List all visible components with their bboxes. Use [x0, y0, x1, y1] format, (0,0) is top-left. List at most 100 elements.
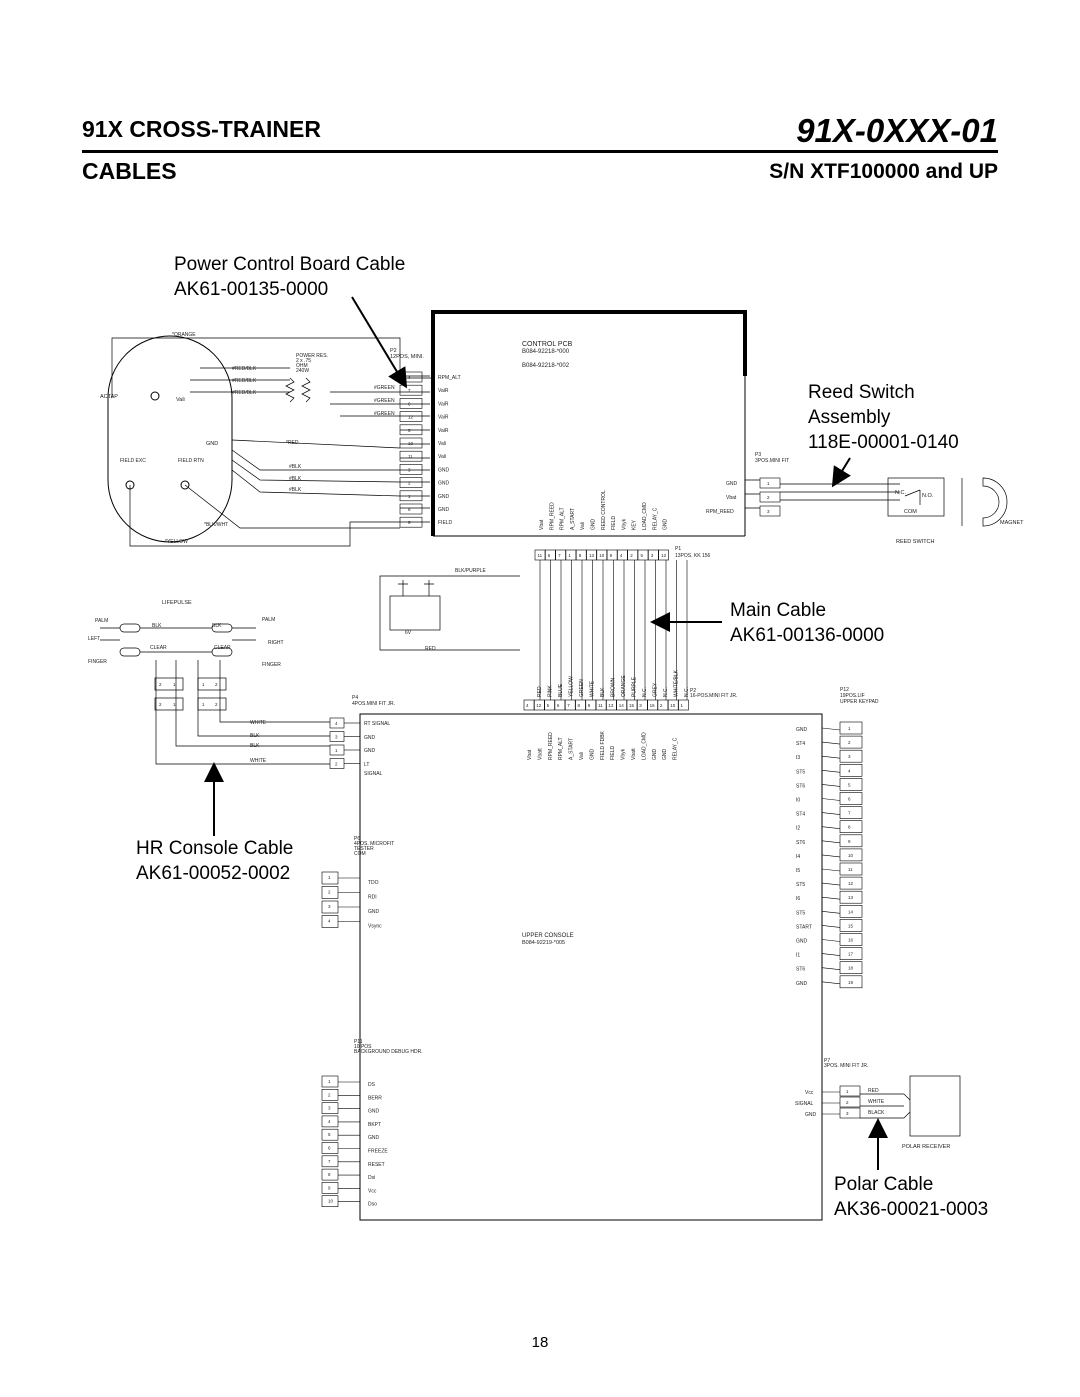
main-p4-desc: 4POS.MINI FIT JR.: [352, 701, 395, 707]
keypad-pin-number: 8: [848, 825, 851, 830]
keypad-signal-label: ST5: [796, 910, 805, 916]
keypad-signal-label: I5: [796, 868, 800, 874]
keypad-pin-number: 3: [848, 754, 851, 759]
keypad-lead: [821, 868, 841, 872]
p11-pin-number: 2: [328, 1092, 331, 1097]
alternator-wire-label: #BLK: [289, 464, 302, 470]
reed-pin-signal: Vbat: [726, 495, 737, 501]
alternator-wire-label: *RED: [286, 440, 299, 446]
p7-pin-number: 3: [846, 1111, 849, 1116]
keypad-signal-label: GND: [796, 727, 808, 733]
polar-wire-label: BLACK: [868, 1110, 885, 1116]
document-part-number: 91X-0XXX-01: [796, 112, 998, 149]
pcb-pin-signal: Vali: [438, 454, 446, 460]
uc-top-signal: Vali: [579, 752, 585, 760]
battery-6v: [379, 575, 520, 651]
p3-desc: 3POS.MINI FIT: [755, 458, 789, 464]
uc-top-signal: Vbatt: [631, 748, 637, 760]
clear-right-label: CLEAR: [214, 645, 231, 651]
p1-pin-number: 11: [538, 553, 543, 558]
keypad-pin-number: 15: [848, 923, 854, 928]
p11-pin-box: [321, 1075, 339, 1088]
pcb-bottom-signal: KEY: [632, 519, 638, 530]
p6-pin-number: 1: [328, 875, 331, 880]
pcb-pin-number: 8: [408, 507, 411, 512]
p6-label: COM: [354, 851, 366, 857]
p11-signal-label: BKPT: [368, 1122, 381, 1128]
hr-pin-number: 3: [335, 735, 338, 740]
pcb-pin-box: [399, 411, 423, 422]
keypad-pin-box: [839, 890, 863, 904]
p11-pin-box: [321, 1142, 339, 1154]
keypad-pin-number: 17: [848, 952, 854, 957]
p11-pin-number: 10: [328, 1199, 334, 1204]
keypad-pin-number: 19: [848, 980, 854, 985]
wire-color-label: WHITE/BLK: [674, 669, 680, 697]
p7-pin-box: [839, 1096, 861, 1108]
p11-label: BACKGROUND DEBUG HDR.: [354, 1049, 423, 1055]
reed-no-label: N.O.: [922, 493, 934, 499]
wire-color-label: BLK: [600, 687, 606, 697]
callout-power-control-part: AK61-00135-0000: [174, 279, 329, 300]
field-exc-label: FIELD EXC: [120, 458, 146, 464]
reed-pin-signal: GND: [726, 481, 738, 487]
upper-console-keypad: GNDST4I3ST5ST6I0ST4I2ST6I4I5ST5I6ST5STAR…: [796, 721, 863, 989]
hr-pin-number: 2: [335, 762, 338, 767]
pcb-pin-box: [399, 450, 423, 462]
callout-hr-console-part: AK61-00052-0002: [136, 863, 291, 884]
control-pcb-part1: B084-92218-*000: [522, 349, 570, 355]
page-number: 18: [531, 1334, 549, 1351]
keypad-lead: [821, 967, 841, 970]
actap-label: ACTAP: [100, 394, 118, 400]
hr-blk-label-1: BLK: [250, 733, 260, 739]
wire-color-label: PURPLE: [632, 676, 638, 697]
control-pcb-box: [431, 310, 747, 537]
keypad-lead: [821, 854, 841, 858]
callout-main-cable: Main Cable AK61-00136-0000: [730, 598, 884, 648]
reed-pin-number: 3: [767, 509, 770, 514]
upper-console-title: UPPER CONSOLE: [522, 933, 574, 939]
p6-signal-label: GND: [368, 909, 380, 915]
p11-pin-box: [321, 1089, 339, 1101]
p4-pin-number: 2: [660, 703, 663, 708]
hr-blk-label-2: BLK: [250, 743, 260, 749]
uc-top-signal: RPM_REED: [548, 732, 554, 760]
keypad-pin-number: 11: [848, 867, 853, 872]
p11-label: 10 POS: [354, 1044, 372, 1050]
blkwht-wire-label: *BLK/WHT: [204, 522, 228, 528]
p11-signal-label: GND: [368, 1135, 380, 1141]
keypad-signal-label: ST5: [796, 769, 805, 775]
control-pcb-part2: B084-92218-*002: [522, 363, 570, 369]
alternator: [107, 335, 233, 543]
uc-top-signal: GND: [589, 749, 595, 761]
alt-vali-label: Vali: [176, 397, 185, 403]
main-p4-label: P4: [352, 695, 358, 701]
wire-color-label: BROWN: [611, 677, 617, 697]
arrow-power-control: [351, 296, 408, 389]
keypad-pin-number: 18: [848, 966, 854, 971]
hr-pin-number: 4: [335, 721, 338, 726]
section-title: CABLES: [82, 158, 177, 184]
p4-pin-number: 4: [526, 703, 529, 708]
pcb-bottom-signal: Vali: [580, 522, 586, 530]
power-res-value: 2 x .75: [296, 358, 311, 364]
p6-label: TESTER: [354, 846, 374, 852]
keypad-pin-number: 10: [848, 853, 854, 858]
p1-pin-number: 6: [548, 553, 551, 558]
p11-pin-box: [321, 1115, 339, 1128]
keypad-lead: [821, 925, 841, 928]
alternator-wire-label: #RED/BLK: [232, 366, 257, 372]
uc-top-signal: GND: [652, 749, 658, 761]
pcb-pin-box: [399, 477, 423, 488]
p6-signal-label: RDI: [368, 895, 377, 901]
keypad-pin-box: [839, 848, 863, 862]
pcb-pin-box: [399, 437, 423, 449]
pcb-bottom-signal: LOAD_CMD: [642, 502, 648, 530]
p6-label: P6: [354, 836, 360, 842]
p4-pin-number: 8: [578, 703, 581, 708]
